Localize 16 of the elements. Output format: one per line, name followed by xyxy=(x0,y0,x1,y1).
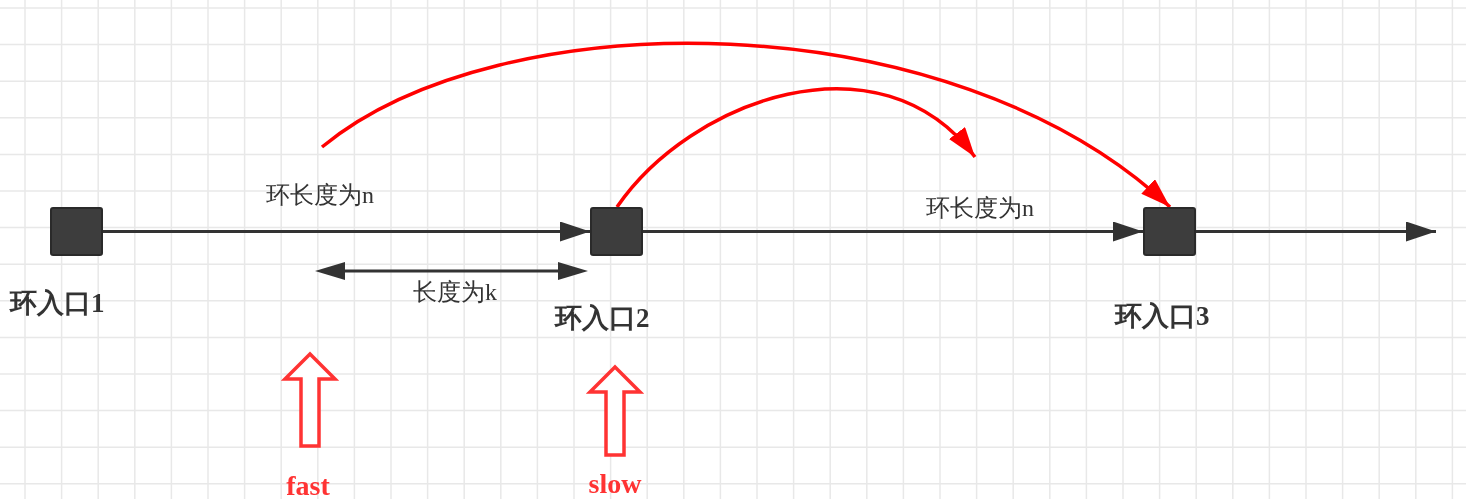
list-node xyxy=(1143,207,1196,256)
arrow xyxy=(643,221,1143,242)
node-label: 环入口1 xyxy=(10,290,105,317)
list-node xyxy=(50,207,103,256)
edge-label: 环长度为n xyxy=(926,196,1034,220)
pointer-label: fast xyxy=(286,472,330,499)
node-label: 环入口2 xyxy=(555,305,650,332)
pointer-label: slow xyxy=(588,470,642,498)
edge-label: 环长度为n xyxy=(266,183,374,207)
curved-arrow xyxy=(321,42,1172,209)
dimension-label: 长度为k xyxy=(413,280,497,304)
arrow xyxy=(1196,221,1436,242)
curved-arrow xyxy=(615,87,977,209)
node-label: 环入口3 xyxy=(1115,303,1210,330)
arrow xyxy=(103,221,590,242)
list-node xyxy=(590,207,643,256)
